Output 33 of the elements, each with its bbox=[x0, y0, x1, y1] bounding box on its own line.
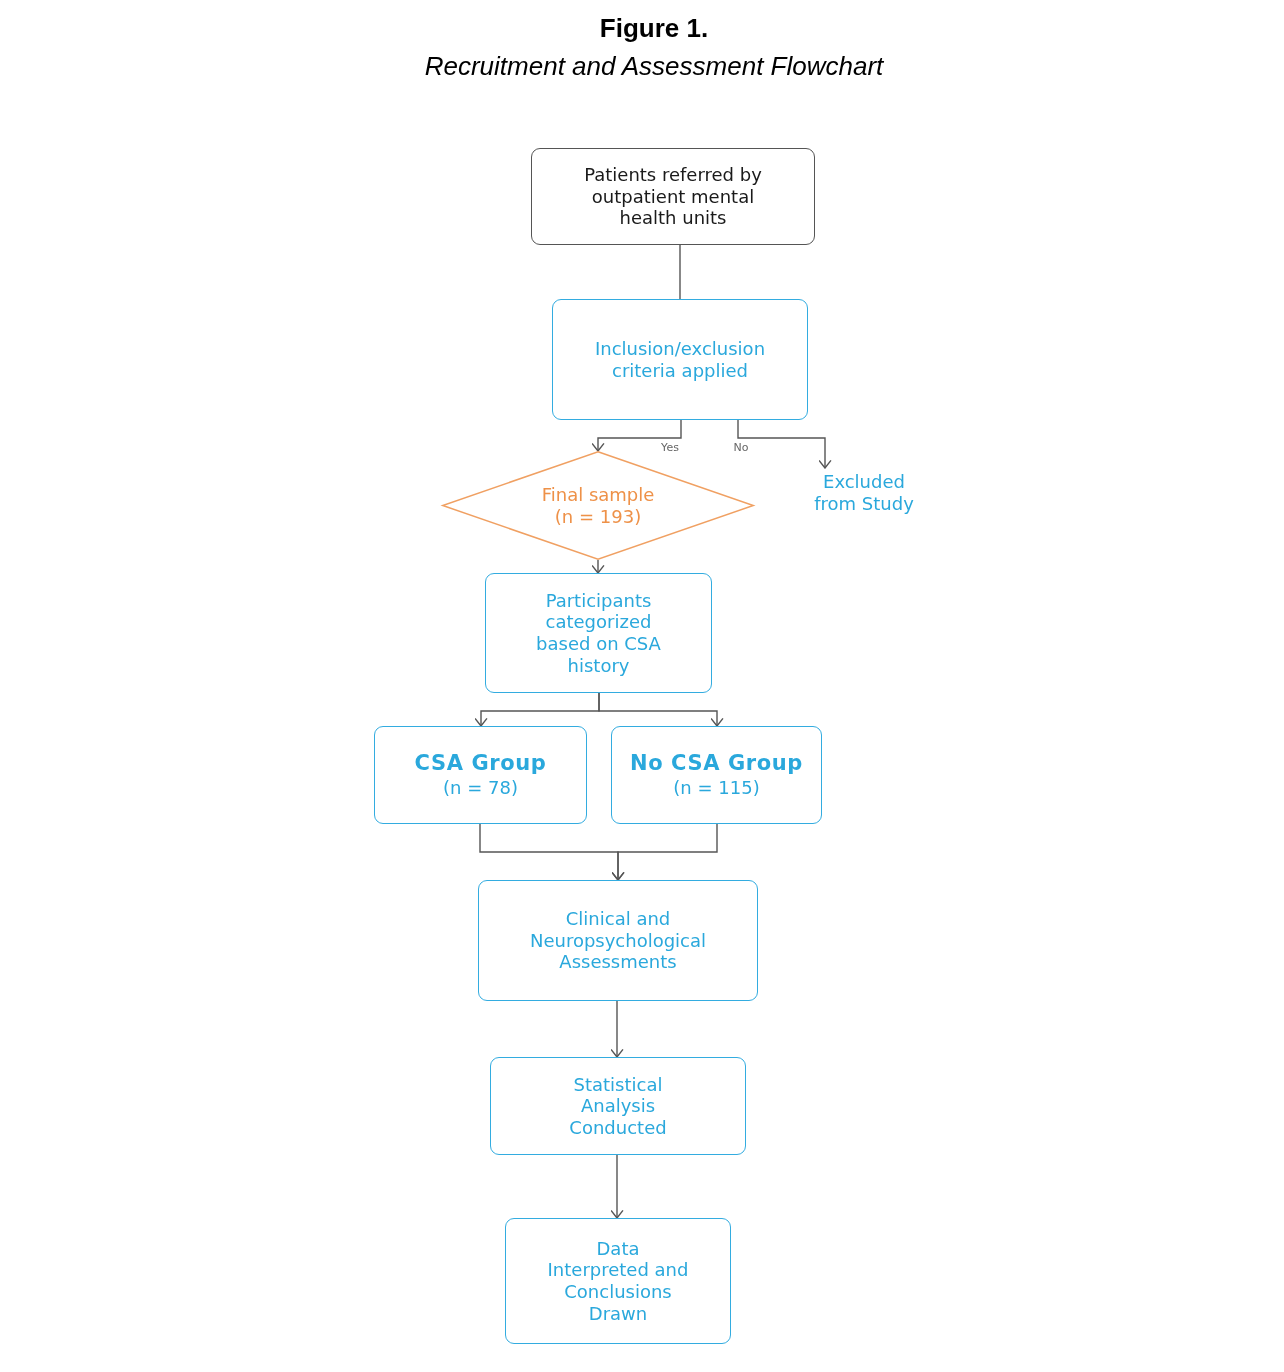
step-text: Participants categorized based on CSA history bbox=[535, 589, 662, 677]
edge-label: Yes bbox=[659, 440, 681, 454]
sample-size: (n = 78) bbox=[443, 777, 518, 799]
step-text: Statistical Analysis Conducted bbox=[568, 1073, 668, 1139]
arrow bbox=[610, 1154, 624, 1219]
process-box bbox=[485, 573, 712, 693]
step-text: Patients referred by outpatient mental health units bbox=[583, 164, 763, 229]
arrow bbox=[611, 823, 718, 881]
connector-line bbox=[679, 244, 681, 300]
edge-label: No bbox=[731, 440, 751, 454]
process-box bbox=[505, 1218, 731, 1344]
arrow bbox=[591, 419, 682, 452]
arrow bbox=[598, 692, 724, 727]
group-title: No CSA Group bbox=[630, 751, 803, 777]
process-box bbox=[552, 299, 808, 420]
process-box bbox=[531, 148, 815, 245]
step-text: Final sample (n = 193) bbox=[540, 483, 656, 528]
process-box bbox=[374, 726, 587, 824]
step-text: Inclusion/exclusion criteria applied bbox=[593, 337, 767, 382]
process-box bbox=[478, 880, 758, 1001]
decision-diamond bbox=[442, 451, 754, 560]
figure-caption: Recruitment and Assessment Flowchart bbox=[424, 51, 884, 82]
group-title: CSA Group bbox=[414, 751, 547, 777]
outcome-text: Excluded from Study bbox=[802, 468, 926, 518]
arrow bbox=[591, 559, 605, 574]
step-text: Clinical and Neuropsychological Assessments bbox=[528, 908, 708, 973]
arrow bbox=[610, 1000, 624, 1058]
process-box bbox=[490, 1057, 746, 1155]
step-text: Data Interpreted and Conclusions Drawn bbox=[546, 1237, 690, 1325]
process-box bbox=[611, 726, 822, 824]
figure-title: Figure 1. bbox=[599, 13, 709, 44]
sample-size: (n = 115) bbox=[673, 777, 760, 799]
arrow bbox=[737, 419, 832, 469]
